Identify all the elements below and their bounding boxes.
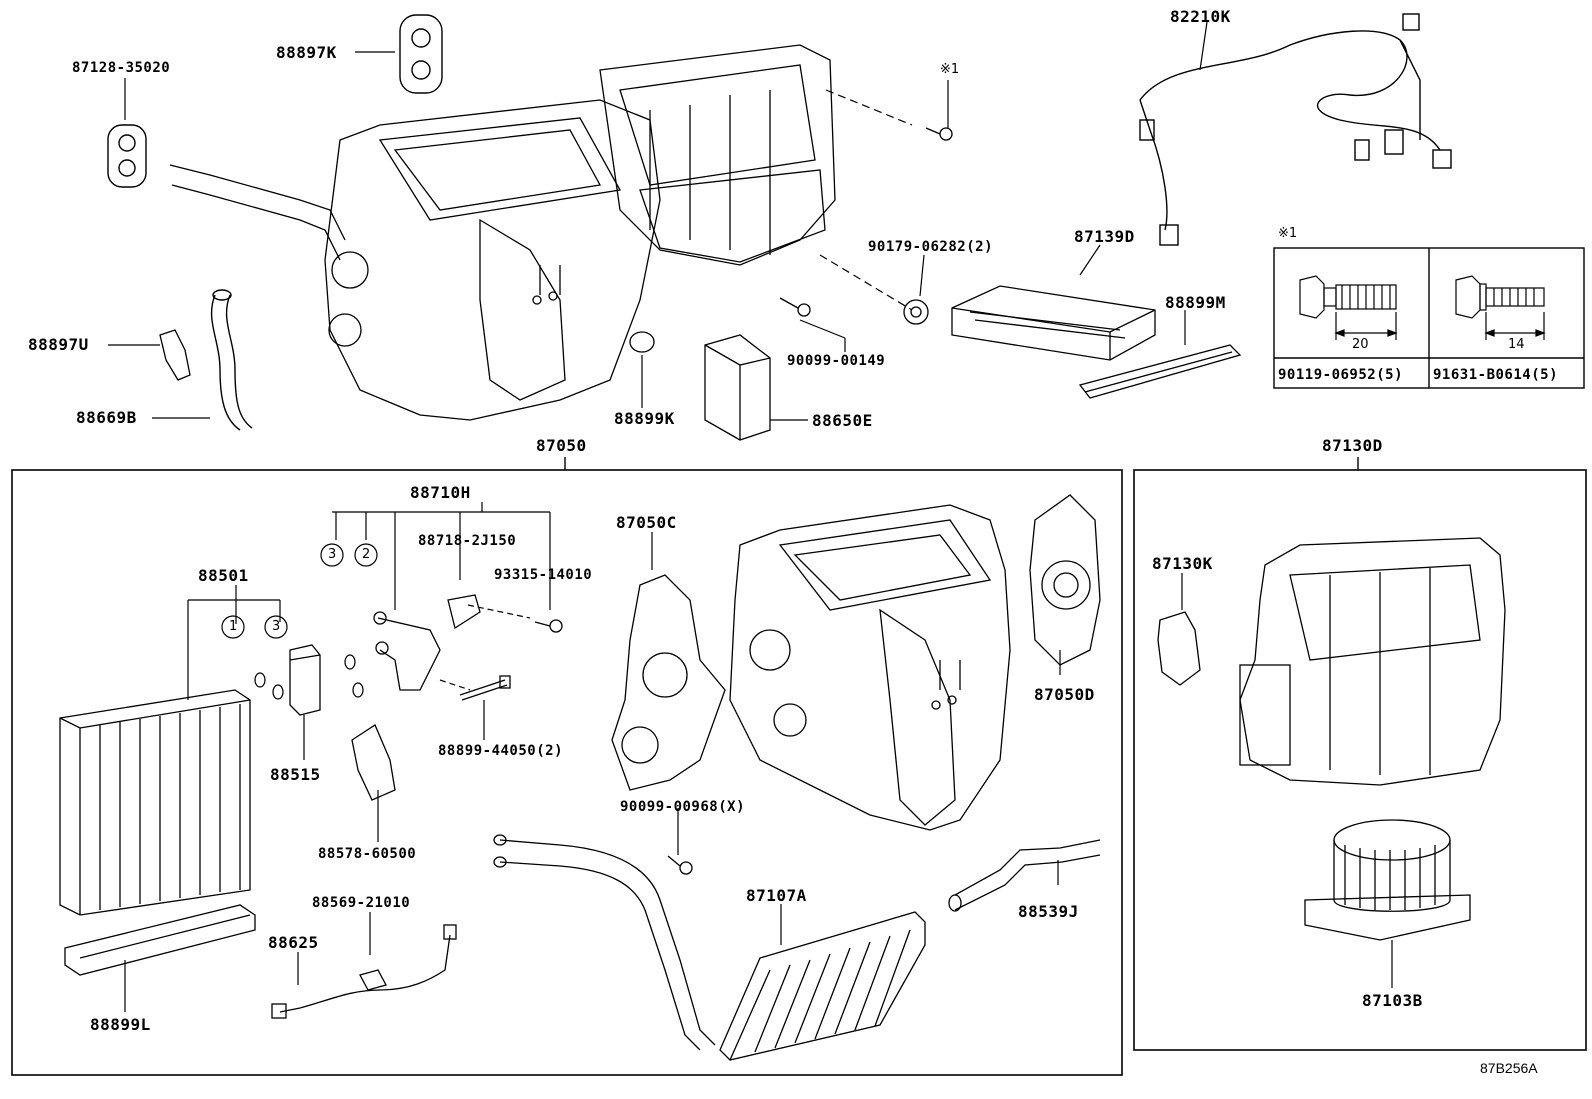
label-88501: 88501 <box>198 566 249 585</box>
circle-num-2: 2 <box>362 547 371 562</box>
bolt-length-14: 14 <box>1508 337 1525 352</box>
bracket-88899L <box>64 904 256 976</box>
heater-core-87107A <box>493 834 926 1061</box>
label-88539J: 88539J <box>1018 902 1079 921</box>
label-88718-2J150: 88718-2J150 <box>418 533 517 549</box>
bolt-table-note: ※1 <box>1278 226 1298 241</box>
label-87130D: 87130D <box>1322 436 1383 455</box>
circle-num-3b: 3 <box>272 619 281 634</box>
blower-housing-87130D <box>1239 537 1506 786</box>
screw-90099-00149 <box>779 297 811 317</box>
label-87050C: 87050C <box>616 513 677 532</box>
label-88625: 88625 <box>268 933 319 952</box>
clamp-88718-2J150 <box>447 594 481 630</box>
label-88899M: 88899M <box>1165 293 1226 312</box>
bolt-93315-14010 <box>534 619 563 633</box>
label-88899-44050: 88899-44050(2) <box>438 743 564 759</box>
part-88899K <box>629 331 655 353</box>
diagram-code: 87B256A <box>1480 1060 1538 1076</box>
assembly-87130D-frame <box>1133 469 1587 1051</box>
clip-88569-21010 <box>359 969 387 991</box>
blower-motor-87103B <box>1304 819 1471 941</box>
hvac-unit-upper <box>169 44 836 421</box>
label-87103B: 87103B <box>1362 991 1423 1010</box>
label-88899K: 88899K <box>614 409 675 428</box>
label-88669B: 88669B <box>76 408 137 427</box>
label-87050: 87050 <box>536 436 587 455</box>
ecu-88650E <box>704 334 771 441</box>
label-88897K: 88897K <box>276 43 337 62</box>
grommet-87128-35020 <box>107 124 147 188</box>
bolt-icon-14 <box>1455 275 1546 340</box>
label-87139D: 87139D <box>1074 227 1135 246</box>
circle-num-1: 1 <box>229 619 238 634</box>
grommet-88897K <box>399 14 443 94</box>
clamp-88897U <box>159 329 191 381</box>
assembly-87050-frame <box>11 469 1123 1076</box>
evaporator-88501 <box>59 689 251 916</box>
case-main-lower <box>729 504 1011 831</box>
label-93315-14010: 93315-14010 <box>494 567 593 583</box>
hose-88669B <box>210 289 253 431</box>
wire-harness-82210K <box>1139 13 1452 246</box>
sensor-88625 <box>271 924 457 1019</box>
leader-lines <box>108 21 1393 1012</box>
label-88899L: 88899L <box>90 1015 151 1034</box>
screw-top <box>925 127 953 141</box>
case-87050C <box>611 574 726 791</box>
label-82210K: 82210K <box>1170 7 1231 26</box>
label-90099-00149: 90099-00149 <box>787 353 886 369</box>
bolt-88899-44050 <box>459 675 511 701</box>
o-rings <box>254 654 364 700</box>
label-90179-06282: 90179-06282(2) <box>868 239 994 255</box>
label-88578-60500: 88578-60500 <box>318 846 417 862</box>
case-87050D <box>1029 494 1101 666</box>
label-88515: 88515 <box>270 765 321 784</box>
bolt-part-91631-B0614: 91631-B0614(5) <box>1433 367 1559 383</box>
bolt-length-20: 20 <box>1352 337 1369 352</box>
circled-numbers <box>221 543 378 639</box>
label-87128-35020: 87128-35020 <box>72 60 171 76</box>
bolt-table <box>1273 247 1585 389</box>
label-90099-00968: 90099-00968(X) <box>620 799 746 815</box>
label-87050D: 87050D <box>1034 685 1095 704</box>
circle-num-3a: 3 <box>328 547 337 562</box>
valve-88515 <box>289 644 321 716</box>
bolt-part-90119-06952: 90119-06952(5) <box>1278 367 1404 383</box>
note-mark-top: ※1 <box>940 62 960 77</box>
strip-88899M <box>1078 344 1242 399</box>
nut-90179-06282 <box>903 299 929 325</box>
pipes-88710H <box>373 611 441 691</box>
label-88650E: 88650E <box>812 411 873 430</box>
screw-90099-00968 <box>667 855 693 875</box>
label-88569-21010: 88569-21010 <box>312 895 411 911</box>
label-87107A: 87107A <box>746 886 807 905</box>
label-88897U: 88897U <box>28 335 89 354</box>
actuator-87130K <box>1157 611 1201 686</box>
label-88710H: 88710H <box>410 483 471 502</box>
insulator-88578-60500 <box>351 724 396 801</box>
pipe-88539J <box>948 839 1101 912</box>
filter-87139D <box>951 285 1156 361</box>
bolt-icon-20 <box>1299 275 1398 340</box>
label-87130K: 87130K <box>1152 554 1213 573</box>
